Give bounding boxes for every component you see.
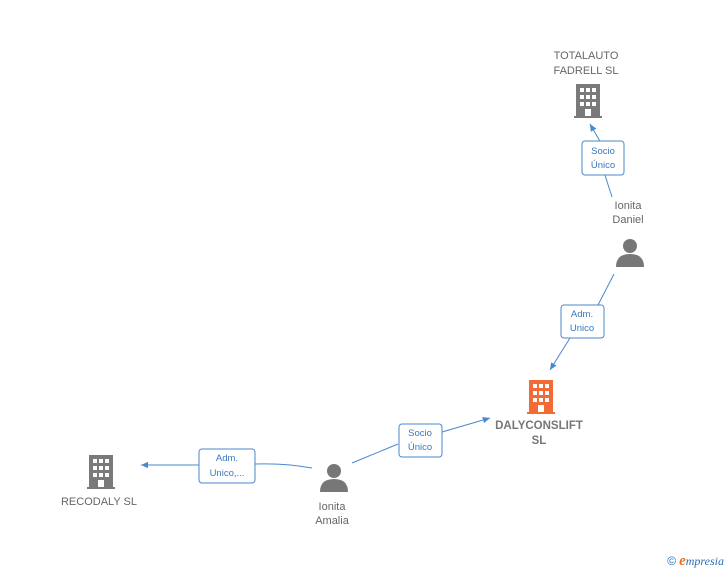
node-ionita-daniel[interactable]: Ionita Daniel: [612, 200, 644, 267]
edge-daniel-totalauto: Socio Único: [581, 124, 625, 198]
person-icon: [616, 239, 644, 267]
edge-label-box[interactable]: [581, 140, 625, 176]
node-label-line2: SL: [532, 435, 547, 447]
edge-label-line2: Unico: [570, 323, 594, 334]
node-label-line1: TOTALAUTO: [554, 50, 619, 62]
node-label-line2: FADRELL SL: [553, 65, 618, 77]
node-ionita-amalia[interactable]: Ionita Amalia: [315, 464, 350, 527]
node-label-line1: Ionita: [615, 200, 643, 212]
edge-label-line2: Único: [408, 442, 432, 453]
building-icon: [574, 84, 602, 118]
node-label-line1: RECODALY SL: [61, 496, 137, 508]
edge-label-line2: Unico,...: [210, 468, 245, 479]
edge-amalia-dalyconslift: Socio Único: [351, 418, 490, 464]
edge-label-line2: Único: [591, 160, 615, 171]
node-recodaly[interactable]: RECODALY SL: [61, 455, 137, 508]
building-icon: [87, 455, 115, 489]
node-label-line2: Daniel: [612, 214, 643, 226]
brand-logo-initial: e: [679, 553, 686, 569]
edge-label-line1: Socio: [408, 428, 432, 439]
edge-daniel-dalyconslift: Adm. Unico: [550, 273, 615, 370]
edge-label-box[interactable]: [198, 448, 256, 484]
person-icon: [320, 464, 348, 492]
brand-logo-text: mpresia: [685, 554, 724, 568]
node-dalyconslift[interactable]: DALYCONSLIFT SL: [495, 380, 583, 447]
copyright-icon: ©: [667, 554, 677, 568]
brand-footer[interactable]: ©empresia: [667, 553, 724, 570]
edge-label-box[interactable]: [560, 304, 605, 339]
edge-label-box[interactable]: [398, 423, 443, 458]
node-label-line2: Amalia: [315, 515, 350, 527]
edge-label-line1: Adm.: [571, 309, 593, 320]
building-icon: [527, 380, 555, 414]
node-label-line1: DALYCONSLIFT: [495, 420, 583, 432]
edge-label-line1: Adm.: [216, 453, 238, 464]
edge-label-line1: Socio: [591, 146, 615, 157]
node-totalauto-fadrell[interactable]: TOTALAUTO FADRELL SL: [553, 50, 619, 118]
node-label-line1: Ionita: [319, 501, 347, 513]
edge-amalia-recodaly: Adm. Unico,...: [141, 448, 313, 484]
